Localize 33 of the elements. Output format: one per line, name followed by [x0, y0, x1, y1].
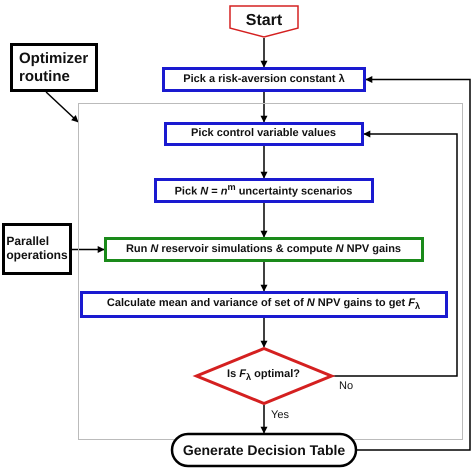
- edge-label: Yes: [270, 409, 290, 422]
- note-text: Parallel operations: [6, 235, 68, 263]
- start-terminal: [229, 5, 299, 38]
- edge-label: No: [338, 380, 354, 392]
- node-label: Run N reservoir simulations & compute N NPV gains: [126, 242, 402, 256]
- decision-diamond: [194, 346, 332, 404]
- node-label: Is F$_{λ}$ optimal?: [227, 368, 300, 383]
- arrow: [260, 92, 268, 123]
- node-label: Pick control variable values: [191, 127, 336, 140]
- arrow: [260, 38, 268, 68]
- group-frame: [78, 103, 463, 440]
- node-label: Calculate mean and variance of set of N NPV gains to get F$_{λ}$: [106, 296, 420, 312]
- process-box: [164, 122, 364, 146]
- node-label: Start: [246, 12, 282, 31]
- process-box: [154, 178, 374, 202]
- node-label: Generate Decision Table: [182, 442, 346, 458]
- note-box: [2, 223, 72, 275]
- process-box: [80, 290, 448, 318]
- process-box: [104, 236, 424, 262]
- arrow: [260, 146, 268, 179]
- arrow: [260, 318, 268, 348]
- node-label: Pick N = n$^{m}$ uncertainty scenarios: [174, 182, 352, 198]
- process-box: [162, 67, 366, 92]
- leader-line: [46, 91, 79, 122]
- arrow: [260, 405, 268, 434]
- arrow: [333, 130, 458, 377]
- note-text: Optimizer routine: [19, 50, 89, 85]
- arrow: [260, 203, 268, 238]
- arrow: [72, 246, 105, 253]
- note-box: [10, 43, 98, 92]
- arrow: [260, 262, 268, 292]
- node-label: Pick a risk-aversion constant λ: [183, 73, 345, 86]
- arrow: [357, 76, 471, 451]
